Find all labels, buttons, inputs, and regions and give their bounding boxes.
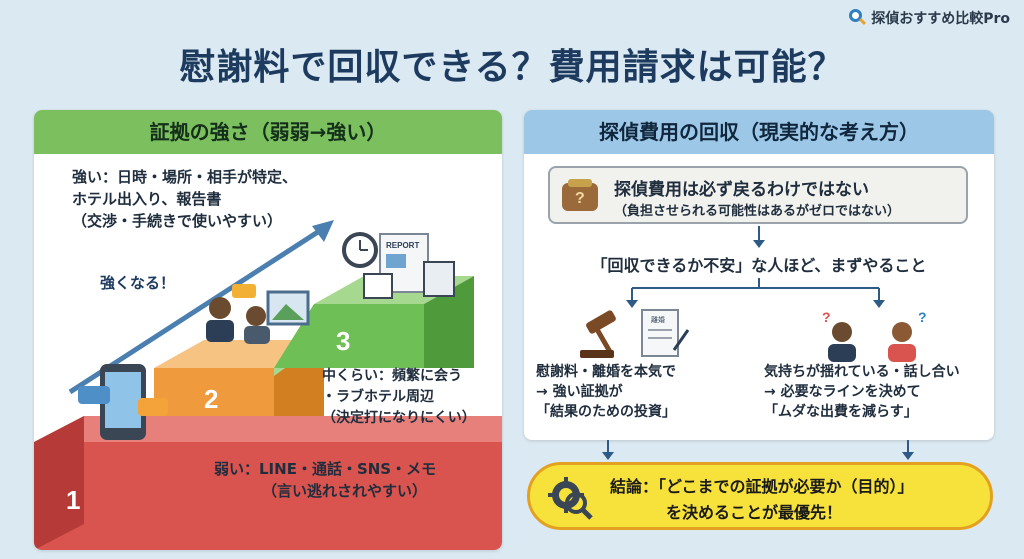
strong-line-2: ホテル出入り、報告書 [72,190,222,208]
step-number-1: 1 [66,485,80,515]
case-undecided-line-3: 「ムダな出費を減らす」 [764,404,918,420]
notice-line-1: 探偵費用は必ず戻るわけではない [614,180,869,200]
smartphone-icon [78,364,168,440]
step-1 [34,416,502,550]
step-number-2: 2 [204,384,218,414]
case-serious-line-2: → 強い証拠が [536,384,623,400]
page-title: 慰謝料で回収できる？費用請求は可能？ [179,47,845,88]
conclusion-line-2: を決めることが最優先！ [666,503,843,522]
conclusion-arrows [602,440,914,460]
flow-connectors: 離婚 ? ? [580,226,927,362]
gear-magnifier-icon [548,477,593,520]
cost-recovery-panel: 探偵費用の回収（現実的な考え方） 離婚 ? ? [524,110,994,440]
worried-couple-icon: ? ? [822,309,927,362]
brand-logo: 探偵おすすめ比較Pro [849,8,1010,28]
step-3 [274,276,474,376]
strong-line-3: （交渉・手続きで使いやすい） [72,212,283,230]
evidence-panel-header: 証拠の強さ（弱弱→強い） [34,110,502,154]
brand-name: 探偵おすすめ比較Pro [871,11,1010,27]
svg-text:?: ? [575,190,585,207]
strong-evidence-text: 強い：日時・場所・相手が特定、 ホテル出入り、報告書 （交渉・手続きで使いやすい… [72,166,297,232]
medium-line-3: （決定打になりにくい） [322,410,476,426]
medium-evidence-text: 中くらい：頻繁に会う ・ラブホテル周辺 （決定打になりにくい） [322,366,476,429]
svg-text:離婚: 離婚 [651,315,665,324]
question-mark-icon: ? [918,309,927,325]
case-serious-line-1: 慰謝料・離婚を本気で [536,364,676,380]
worry-heading: 「回収できるか不安」な人ほど、まずやること [591,256,927,275]
weak-line-1: 弱い：LINE・通話・SNS・メモ [214,460,437,478]
grow-label: 強くなる！ [100,274,176,292]
weak-line-2: （言い逃れされやすい） [262,482,428,500]
case-serious-line-3: 「結果のための投資」 [536,404,676,420]
cost-panel-header: 探偵費用の回収（現実的な考え方） [524,110,994,154]
step-number-3: 3 [336,326,350,356]
magnifier-icon [849,9,867,27]
conclusion-line-1: 結論：「どこまでの証拠が必要か（目的）」 [610,477,914,496]
case-undecided-line-2: → 必要なラインを決めて [764,384,921,400]
question-mark-icon: ? [822,309,831,325]
medium-line-2: ・ラブホテル周辺 [322,389,434,405]
evidence-stairs-illustration: 1 2 3 RE [34,220,502,550]
conclusion-box: 結論：「どこまでの証拠が必要か（目的）」 を決めることが最優先！ [527,462,993,530]
evidence-strength-panel: 証拠の強さ（弱弱→強い） 1 2 3 [34,110,502,550]
case-serious: 慰謝料・離婚を本気で → 強い証拠が 「結果のための投資」 [536,362,736,422]
wallet-icon: ? [562,179,598,211]
case-undecided-line-1: 気持ちが揺れている・話し合い [764,364,960,380]
strong-line-1: 強い：日時・場所・相手が特定、 [72,168,298,186]
gavel-document-icon: 離婚 [580,309,690,358]
cost-notice-box: ? 探偵費用は必ず戻るわけではない （負担させられる可能性はあるがゼロではない） [548,166,968,224]
case-undecided: 気持ちが揺れている・話し合い → 必要なラインを決めて 「ムダな出費を減らす」 [764,362,984,422]
weak-evidence-text: 弱い：LINE・通話・SNS・メモ （言い逃れされやすい） [214,458,436,502]
svg-text:REPORT: REPORT [386,241,419,250]
notice-line-2: （負担させられる可能性はあるがゼロではない） [614,204,901,219]
medium-line-1: 中くらい：頻繁に会う [322,368,462,384]
report-documents-icon: REPORT [342,232,455,299]
meeting-people-icon [206,284,310,344]
